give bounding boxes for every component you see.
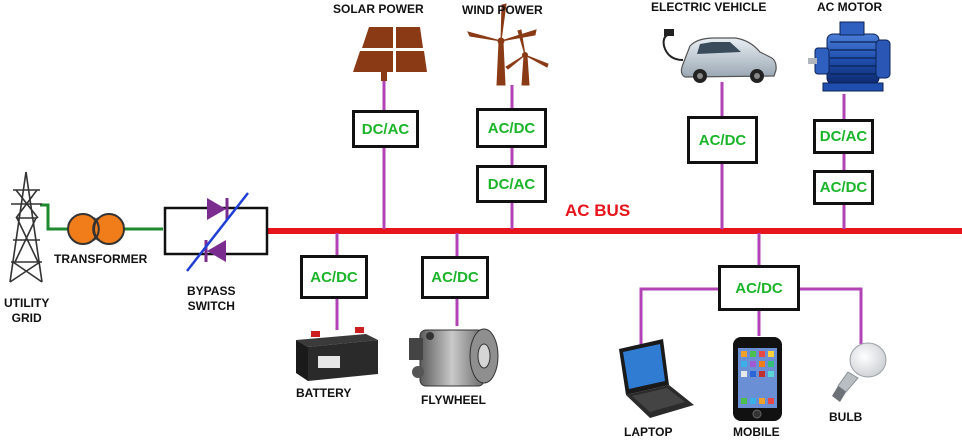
transmission-tower-icon [9, 171, 43, 283]
flywheel-label: FLYWHEEL [421, 393, 486, 407]
wind-power-label: WIND POWER [462, 3, 543, 17]
utility-grid-label: UTILITY GRID [4, 296, 50, 325]
battery-label: BATTERY [296, 386, 352, 400]
transformer-icon [67, 213, 125, 245]
battery-ac-dc-converter: AC/DC [300, 255, 368, 299]
laptop-icon [619, 339, 694, 418]
thyristor-switch-icon [163, 192, 269, 272]
bypass-switch-label: BYPASS SWITCH [187, 284, 236, 313]
smartphone-icon [733, 337, 782, 421]
battery-icon [296, 327, 378, 381]
wind-ac-dc-converter: AC/DC [476, 108, 547, 148]
grid-connection-line [40, 203, 163, 231]
motor-dc-ac-converter: DC/AC [813, 119, 874, 154]
solar-panel-icon [353, 27, 427, 81]
solar-power-label: SOLAR POWER [333, 2, 424, 16]
solar-dc-ac-converter: DC/AC [352, 110, 419, 148]
electric-motor-icon [808, 21, 891, 92]
feeder-lines [335, 79, 863, 346]
loads-ac-dc-converter: AC/DC [718, 265, 800, 311]
motor-ac-dc-converter: AC/DC [813, 170, 874, 205]
light-bulb-icon [832, 342, 887, 402]
ac-motor-label: AC MOTOR [817, 0, 883, 14]
mobile-label: MOBILE [733, 425, 780, 439]
electric-car-icon [662, 29, 777, 83]
flywheel-icon [409, 328, 499, 387]
ac-bus-label: AC BUS [565, 201, 631, 220]
ev-ac-dc-converter: AC/DC [687, 116, 758, 164]
transformer-label: TRANSFORMER [54, 252, 148, 266]
electric-vehicle-label: ELECTRIC VEHICLE [651, 0, 767, 14]
laptop-label: LAPTOP [624, 425, 673, 439]
wind-dc-ac-converter: DC/AC [476, 165, 547, 203]
wind-turbine-icon [467, 3, 549, 86]
bulb-label: BULB [829, 410, 863, 424]
flywheel-ac-dc-converter: AC/DC [421, 256, 489, 299]
